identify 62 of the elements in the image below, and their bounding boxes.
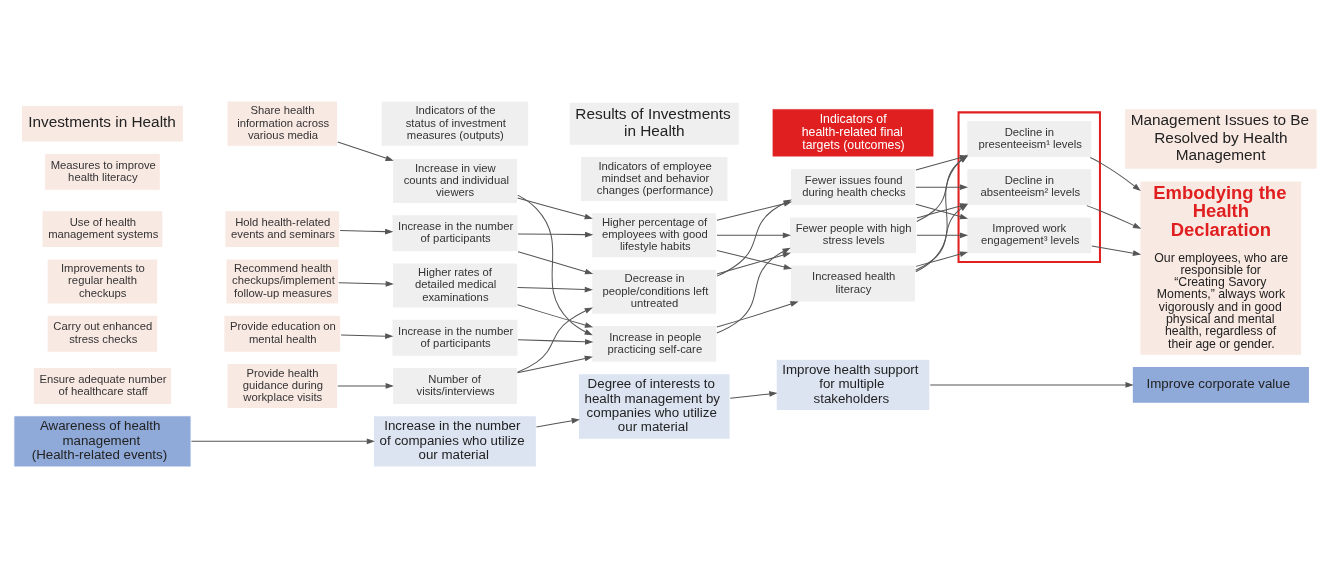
arrow [716,249,792,270]
arrow [729,391,778,399]
node-box: Carry out enhanced stress checks [46,314,159,353]
arrow [517,304,594,328]
node-box: Ensure adequate number of healthcare staff [32,367,173,405]
arrow [517,307,593,373]
node-box: Provide education on mental health [223,314,342,353]
node-box: Decline in absenteeism² levels [966,168,1093,207]
arrow [337,141,394,161]
node-box: Embodying the Health Declaration Our employees, who are responsible for “Creating Savory Moments,” always work vigorously and in good physical and mental health, regardless of their age or gender. [1139,180,1303,356]
node-box: Fewer people with high stress levels [788,216,918,255]
node-box: Decrease in people/conditions left untreated [591,268,718,315]
arrow [929,382,1134,388]
arrow [517,286,593,293]
arrow [337,383,394,389]
arrow [517,251,594,275]
node-box: Awareness of health management (Health-related events) [13,415,192,468]
arrow [340,333,394,339]
node-box: Measures to improve health literacy [44,152,161,191]
arrow [716,252,791,275]
node-box: Increase in people practicing self-care [591,325,718,363]
arrow [1091,245,1142,256]
arrow [517,231,594,238]
arrow [339,228,394,235]
arrow [916,232,969,239]
node-box: Fewer issues found during health checks [790,168,917,207]
arrow [716,247,791,334]
node-box: Decline in presenteeism¹ levels [966,120,1093,158]
arrow [915,251,968,267]
node-box: Increase in the number of participants [391,214,519,253]
node-box: Use of health management systems [41,210,164,249]
arrow [190,438,375,445]
node-box: Higher rates of detailed medical examinations [391,262,518,309]
arrow [517,338,594,345]
arrow [716,232,792,239]
node-box: Increase in the number of companies who utilize our material [372,415,537,468]
arrow [535,418,580,428]
node-box: Higher percentage of employees with good lifestyle habits [591,212,718,259]
arrow [338,281,394,287]
node-box: Increase in the number of participants [391,318,519,357]
node-box: Improvements to regular health checkups [46,258,159,305]
node-box: Indicators of health-related final targets (outcomes) [771,108,935,158]
node-box: Number of visits/interviews [391,367,518,405]
arrow [517,355,593,374]
node-box: Degree of interests to health management by companies who utilize our material [577,373,731,440]
node-box: Recommend health checkups/implement follow-up measures [225,258,340,305]
node-box: Improve health support for multiple stakeholders [775,358,931,412]
arrow [517,197,593,220]
node-box: Increase in view counts and individual viewers [391,157,518,205]
node-box: Improve corporate value [1131,365,1310,404]
node-box: Investments in Health [21,104,184,143]
arrow [716,301,799,328]
arrow [517,194,593,336]
node-box: Increased health literacy [790,264,917,303]
node-box: Improved work engagement³ levels [966,216,1093,255]
arrow [1089,157,1141,191]
arrow [915,184,969,191]
node-box: Provide health guidance during workplace visits [226,362,339,409]
node-box: Share health information across various media [226,100,339,147]
node-box: Management Issues to Be Resolved by Health Management [1124,108,1318,170]
node-box: Hold health-related events and seminars [224,210,341,249]
arrow [1086,205,1142,229]
